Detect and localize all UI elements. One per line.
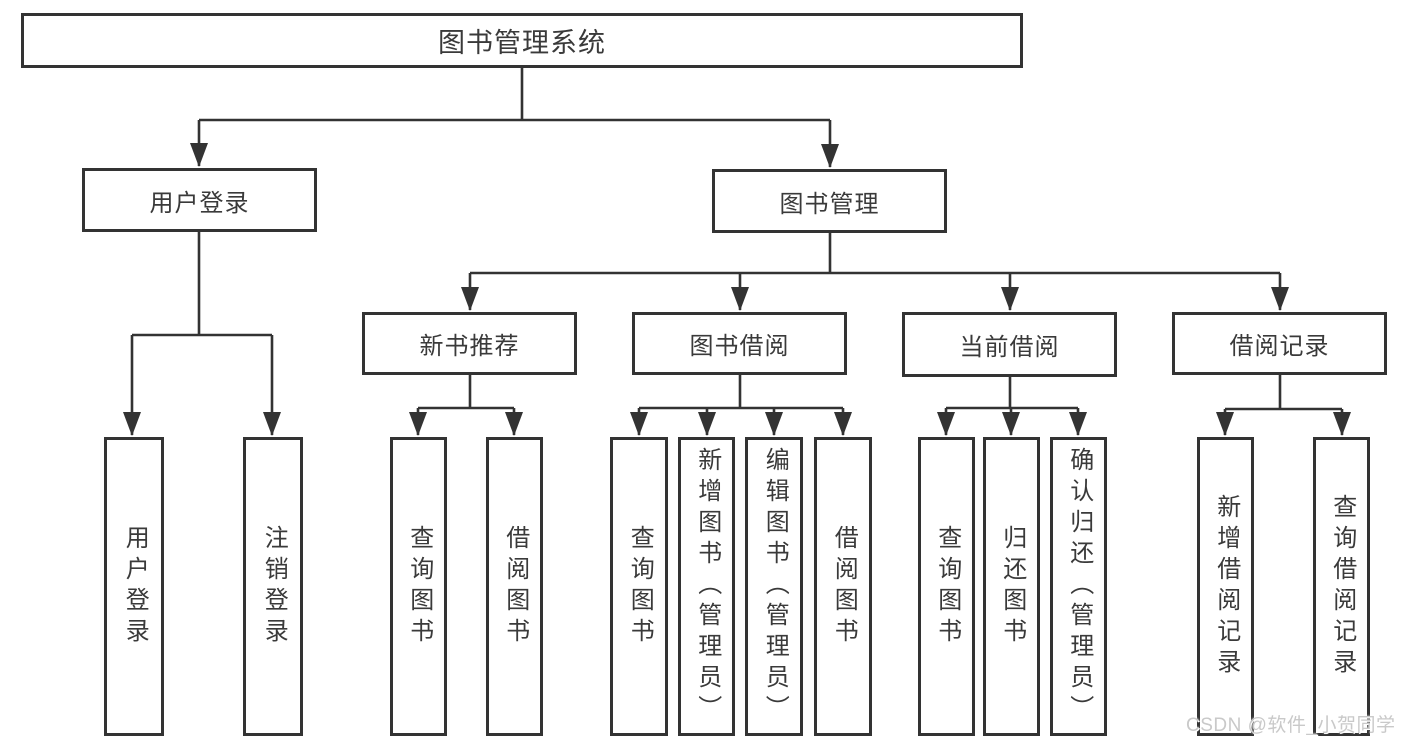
leaf-borrow-add-books: 新增图书（管理员） <box>678 437 735 736</box>
node-current-borrowing-label: 当前借阅 <box>959 334 1060 361</box>
leaf-current-confirm-return-label: 确认归还（管理员） <box>1065 447 1093 726</box>
node-book-borrowing: 图书借阅 <box>632 312 847 375</box>
node-borrowing-records-label: 借阅记录 <box>1229 333 1330 360</box>
leaf-current-return-books-label: 归还图书 <box>998 524 1026 649</box>
leaf-borrow-borrow-books-label: 借阅图书 <box>830 524 858 649</box>
leaf-borrow-edit-books: 编辑图书（管理员） <box>745 437 803 736</box>
leaf-current-return-books: 归还图书 <box>983 437 1040 736</box>
node-new-book-recommend-label: 新书推荐 <box>419 333 520 360</box>
node-new-book-recommend: 新书推荐 <box>362 312 577 375</box>
arrow-lines <box>123 120 1351 436</box>
leaf-logout-label: 注销登录 <box>260 524 288 649</box>
leaf-current-confirm-return: 确认归还（管理员） <box>1050 437 1107 736</box>
leaf-borrow-add-books-label: 新增图书（管理员） <box>693 447 721 726</box>
csdn-watermark: CSDN @软件_小贺同学 <box>1186 715 1396 736</box>
node-borrowing-records: 借阅记录 <box>1172 312 1387 375</box>
leaf-current-query-books-label: 查询图书 <box>933 524 961 649</box>
leaf-current-query-books: 查询图书 <box>918 437 975 736</box>
node-user-login-label: 用户登录 <box>149 189 250 217</box>
leaf-borrow-borrow-books: 借阅图书 <box>814 437 872 736</box>
node-user-login: 用户登录 <box>82 168 317 232</box>
leaf-records-add-record-label: 新增借阅记录 <box>1212 493 1240 680</box>
node-book-borrowing-label: 图书借阅 <box>689 333 790 360</box>
node-root: 图书管理系统 <box>21 13 1023 68</box>
leaf-records-add-record: 新增借阅记录 <box>1197 437 1254 736</box>
leaf-recommend-query-books-label: 查询图书 <box>405 524 433 649</box>
leaf-borrow-query-books-label: 查询图书 <box>626 524 654 649</box>
leaf-records-query-record-label: 查询借阅记录 <box>1328 493 1356 680</box>
leaf-recommend-borrow-books-label: 借阅图书 <box>501 524 529 649</box>
leaf-recommend-query-books: 查询图书 <box>390 437 447 736</box>
leaf-user-login-label: 用户登录 <box>121 524 149 649</box>
node-book-management: 图书管理 <box>712 169 947 233</box>
node-current-borrowing: 当前借阅 <box>902 312 1117 377</box>
leaf-borrow-query-books: 查询图书 <box>610 437 668 736</box>
leaf-recommend-borrow-books: 借阅图书 <box>486 437 543 736</box>
leaf-records-query-record: 查询借阅记录 <box>1313 437 1370 736</box>
leaf-logout: 注销登录 <box>243 437 303 736</box>
node-book-management-label: 图书管理 <box>779 190 880 218</box>
leaf-user-login: 用户登录 <box>104 437 164 736</box>
trunk-lines <box>132 68 1342 411</box>
leaf-borrow-edit-books-label: 编辑图书（管理员） <box>761 447 789 726</box>
node-root-label: 图书管理系统 <box>438 28 606 58</box>
